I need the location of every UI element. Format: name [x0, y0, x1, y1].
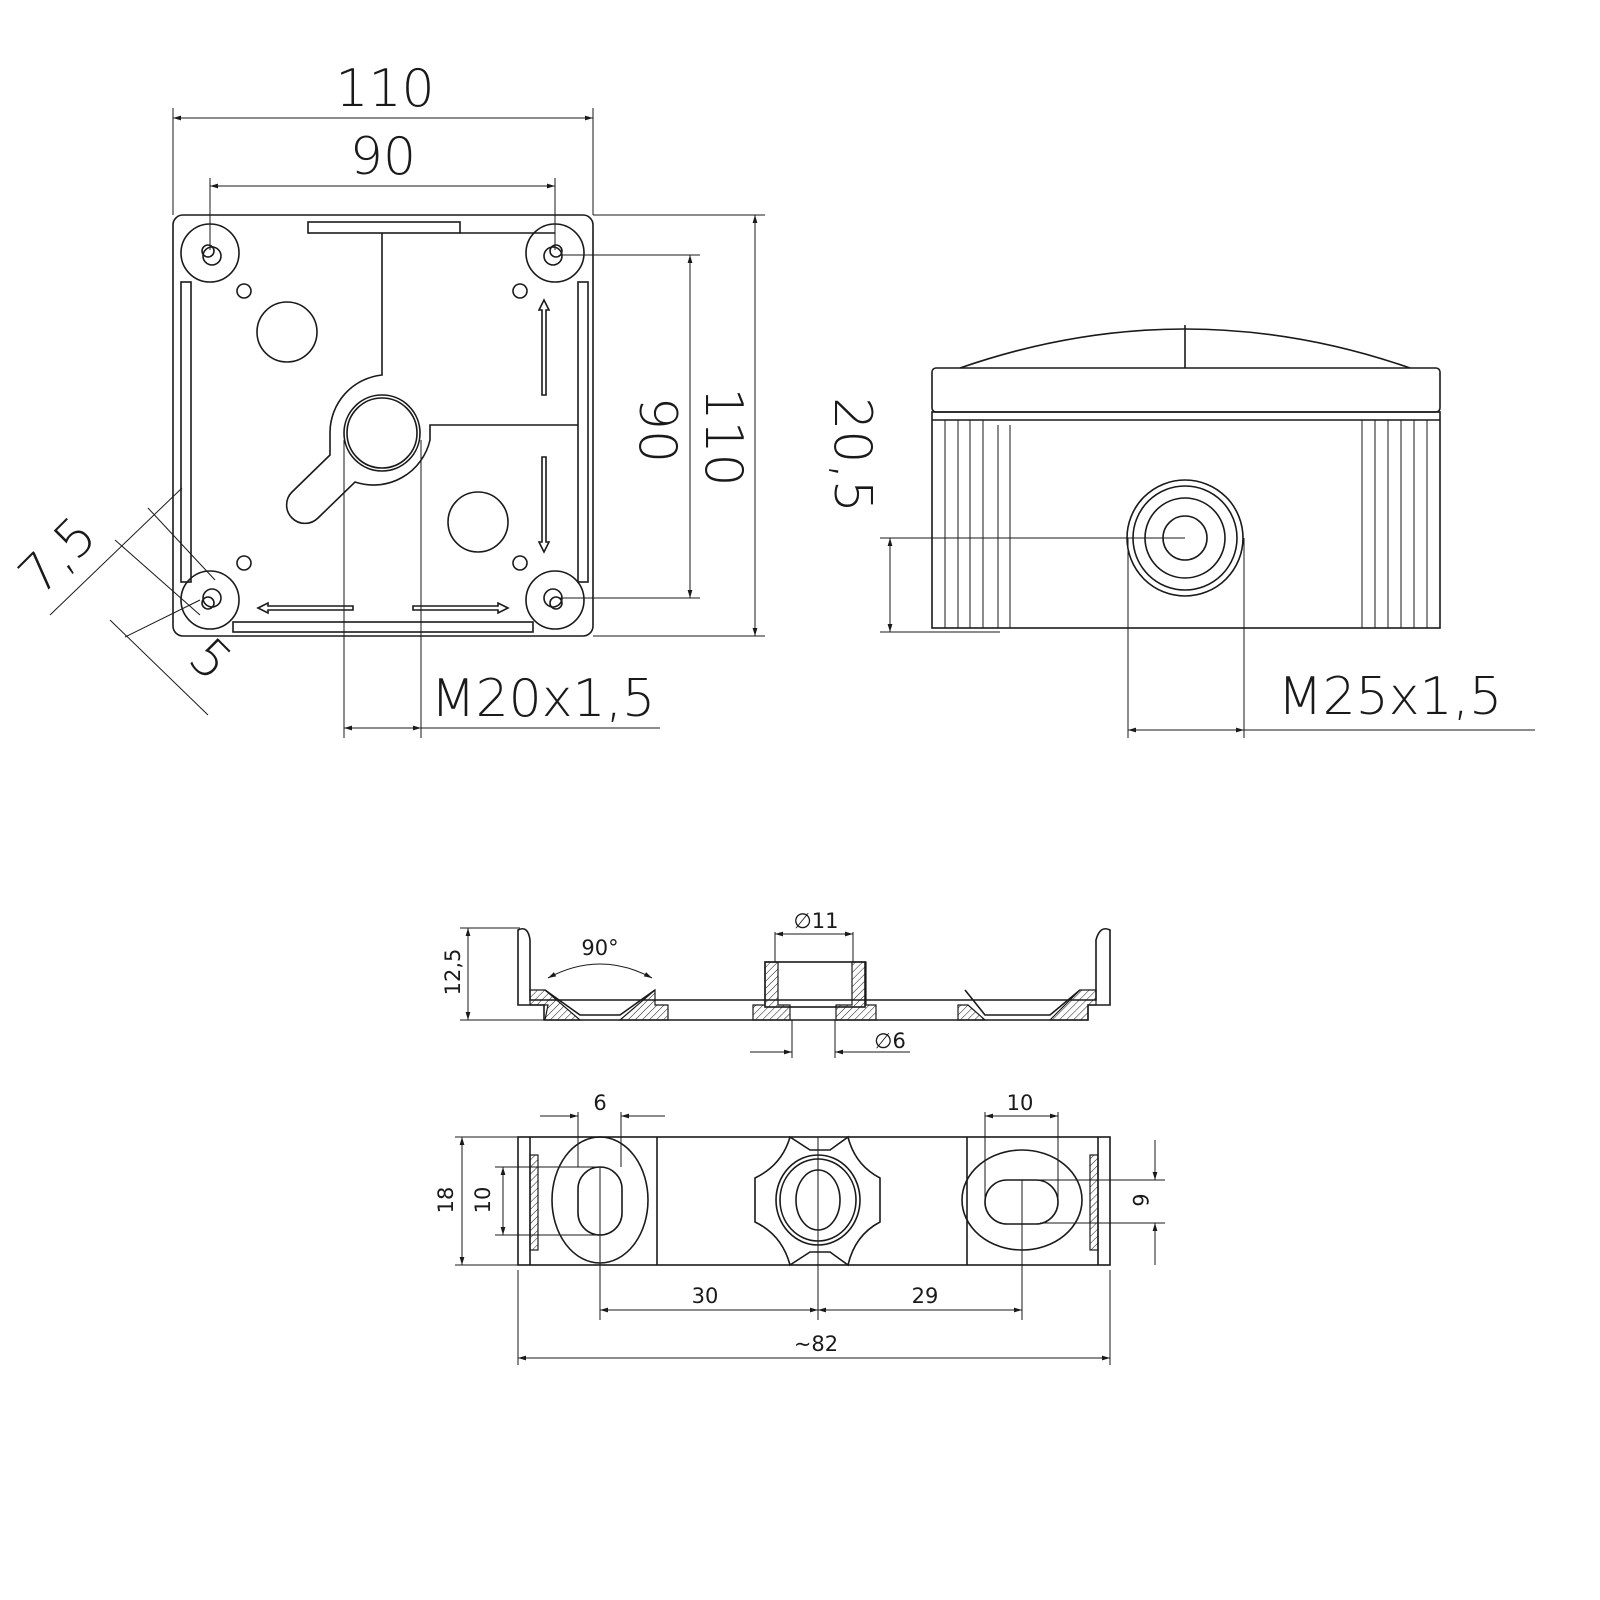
dim-slot-width-right: 10 — [1007, 1091, 1034, 1115]
dim-corner-hole: 5 — [177, 627, 243, 693]
dim-bore-outer: ∅11 — [793, 909, 838, 933]
dim-thread-bottom: M20x1,5 — [431, 669, 656, 729]
dim-overall-length: ~82 — [794, 1332, 838, 1356]
dim-bore-inner: ∅6 — [874, 1029, 906, 1053]
side-view: 20,5 M25x1,5 — [822, 325, 1535, 738]
bracket-section: 90° 12,5 ∅11 ∅6 — [441, 909, 1111, 1058]
dim-bracket-height: 12,5 — [441, 949, 465, 996]
dim-slot-height-right: 6 — [1128, 1193, 1152, 1206]
top-view: 110 90 90 110 M20x1,5 7,5 5 — [8, 59, 765, 738]
dim-width-outer: 110 — [335, 59, 434, 119]
dim-thread-side: M25x1,5 — [1278, 667, 1503, 727]
dim-gland-height: 20,5 — [822, 397, 882, 513]
dim-width-holes: 90 — [350, 127, 416, 187]
dim-corner-offset: 7,5 — [8, 506, 109, 607]
ribs — [944, 420, 1428, 628]
bracket-plan: 6 10 18 10 6 30 29 ~82 — [434, 1091, 1165, 1365]
dim-height-holes: 90 — [627, 397, 687, 463]
dim-slot-width-left: 6 — [593, 1091, 606, 1115]
dim-pitch-right: 29 — [912, 1284, 939, 1308]
dim-overall-depth: 18 — [434, 1187, 458, 1214]
dim-angle: 90° — [581, 936, 618, 960]
dim-slot-length-left: 10 — [471, 1187, 495, 1214]
dim-height-outer: 110 — [693, 387, 753, 486]
dim-pitch-left: 30 — [692, 1284, 719, 1308]
